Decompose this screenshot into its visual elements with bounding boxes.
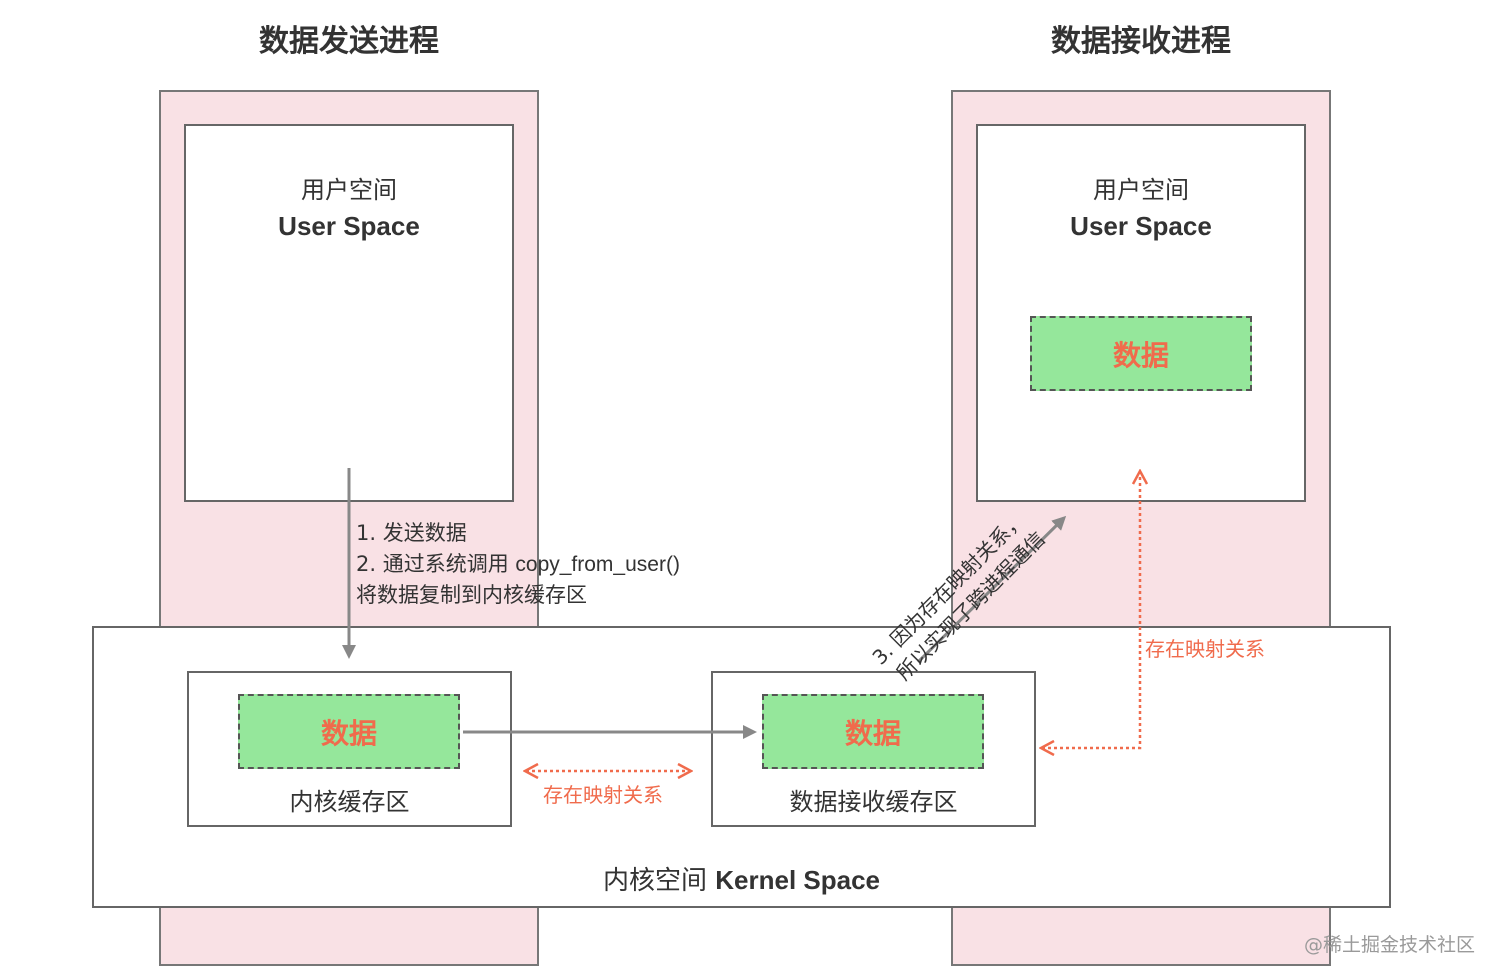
- receive-buffer-data-block: 数据: [762, 694, 984, 769]
- kernel-space-cn: 内核空间: [602, 866, 707, 896]
- sender-user-space-box: 用户空间 User Space: [184, 124, 514, 502]
- kernel-space-en: Kernel Space: [715, 865, 881, 895]
- receiver-user-space-cn: 用户空间: [1093, 176, 1189, 204]
- watermark: @稀土掘金技术社区: [1304, 934, 1476, 956]
- kernel-buffer-data-block: 数据: [238, 694, 460, 769]
- receiver-user-space-box: 用户空间 User Space: [976, 124, 1306, 502]
- sender-user-space-cn: 用户空间: [301, 176, 397, 204]
- receiver-user-data-block: 数据: [1030, 316, 1252, 391]
- step-1-text: 1. 发送数据: [356, 521, 467, 545]
- buffer-mapping-label: 存在映射关系: [543, 783, 663, 807]
- user-mapping-label: 存在映射关系: [1145, 637, 1265, 661]
- kernel-space-label: 内核空间 Kernel Space: [92, 860, 1391, 897]
- kernel-buffer-label: 内核缓存区: [289, 788, 410, 816]
- receiver-process-title: 数据接收进程: [1051, 24, 1231, 59]
- sender-process-title: 数据发送进程: [259, 24, 439, 59]
- step-2-line2-text: 将数据复制到内核缓存区: [356, 583, 587, 607]
- receiver-user-space-en: User Space: [1070, 211, 1212, 241]
- receive-buffer-label: 数据接收缓存区: [789, 788, 958, 816]
- step-2-text: 2. 通过系统调用 copy_from_user(): [356, 552, 680, 576]
- step-annotation: 1. 发送数据 2. 通过系统调用 copy_from_user() 将数据复制…: [356, 518, 680, 611]
- sender-user-space-en: User Space: [278, 211, 420, 241]
